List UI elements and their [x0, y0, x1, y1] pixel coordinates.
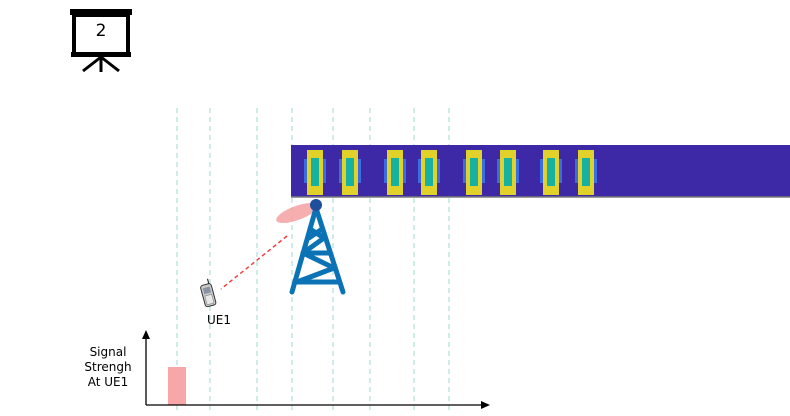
track-coil — [418, 150, 440, 195]
tower-antenna-top — [310, 199, 322, 211]
radio-link — [220, 235, 288, 290]
y-axis-label: Signal Strengh At UE1 — [76, 345, 140, 390]
track-coil — [575, 150, 597, 195]
signal-axes — [142, 330, 490, 409]
track-coil — [304, 150, 326, 195]
track-coils — [304, 150, 597, 195]
track-coil — [463, 150, 485, 195]
y-axis-label-line: Strengh — [84, 360, 132, 374]
track-coil — [339, 150, 361, 195]
track-coil — [540, 150, 562, 195]
base-station-tower-icon — [289, 205, 346, 295]
presentation-board-icon — [70, 9, 132, 73]
mobile-phone-icon — [200, 278, 217, 308]
track-coil — [384, 150, 406, 195]
antenna-beam — [276, 203, 318, 223]
track-coil — [497, 150, 519, 195]
y-axis-label-line: Signal — [89, 345, 127, 359]
ue-label: UE1 — [207, 313, 231, 327]
signal-strength-bar — [168, 367, 186, 405]
slide-number: 2 — [95, 21, 107, 41]
y-axis-label-line: At UE1 — [87, 375, 129, 389]
